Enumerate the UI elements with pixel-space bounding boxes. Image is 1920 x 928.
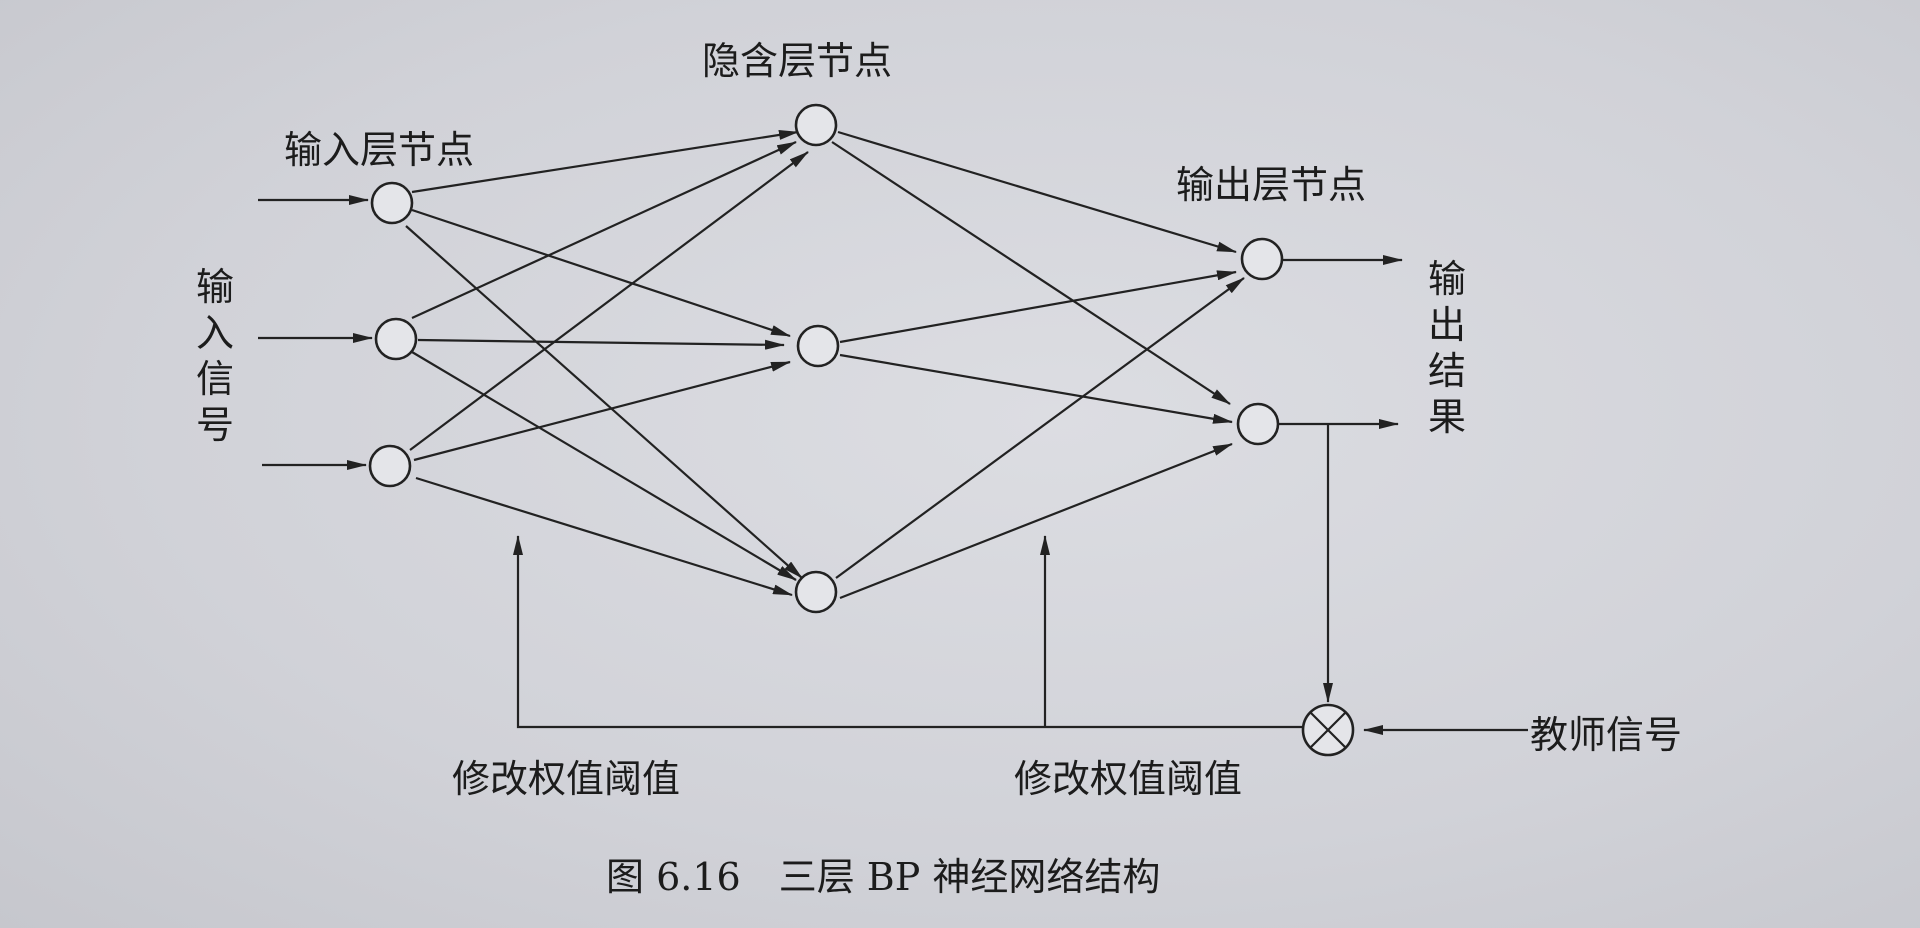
edge-i1-h3 — [405, 225, 803, 579]
hidden-node-2 — [796, 324, 840, 368]
edge-h3-o1 — [835, 277, 1245, 579]
output-result-label: 输出结果 — [1428, 257, 1466, 439]
output-layer-nodes — [1236, 237, 1284, 446]
input-node-2 — [374, 317, 418, 361]
input-signal-label: 输入信号 — [196, 265, 234, 447]
hidden-output-connections — [831, 130, 1245, 600]
input-node-3 — [368, 444, 412, 488]
edge-i1-h1 — [411, 129, 799, 194]
comparator-cross-b — [1309, 711, 1347, 749]
modify-weights-label-right: 修改权值阈值 — [1014, 757, 1242, 801]
edge-i2-h1 — [411, 141, 797, 319]
edge-h1-o1 — [837, 130, 1237, 254]
edge-i2-h2 — [417, 338, 785, 350]
hidden-layer-label: 隐含层节点 — [702, 39, 892, 83]
hidden-node-3 — [794, 570, 838, 614]
edge-h2-o2 — [839, 353, 1233, 424]
output-node-2 — [1236, 402, 1280, 446]
modify-weights-label-left: 修改权值阈值 — [452, 757, 680, 801]
edge-i2-h3 — [411, 351, 797, 581]
input-hidden-connections — [405, 129, 809, 597]
edge-h1-o2 — [831, 141, 1231, 405]
hidden-node-1 — [794, 103, 838, 147]
input-layer-nodes — [368, 181, 418, 488]
edge-i1-h2 — [411, 208, 791, 338]
feedback-path-left — [513, 535, 1302, 729]
output-arrows — [1278, 255, 1403, 429]
input-node-1 — [370, 181, 414, 225]
hidden-layer-nodes — [794, 103, 840, 614]
teacher-signal-label: 教师信号 — [1530, 713, 1682, 757]
edge-i3-h2 — [413, 360, 791, 462]
output-layer-label: 输出层节点 — [1176, 163, 1366, 207]
edge-h2-o1 — [839, 270, 1237, 344]
edge-i3-h3 — [415, 476, 793, 597]
feedback-loop — [513, 424, 1528, 735]
edge-h3-o2 — [839, 442, 1233, 600]
input-arrows — [258, 195, 373, 470]
input-layer-label: 输入层节点 — [284, 128, 474, 172]
output-node-1 — [1240, 237, 1284, 281]
comparator-node — [1301, 703, 1355, 757]
edge-i3-h1 — [409, 151, 809, 451]
figure-caption: 图 6.16 三层 BP 神经网络结构 — [606, 855, 1160, 899]
